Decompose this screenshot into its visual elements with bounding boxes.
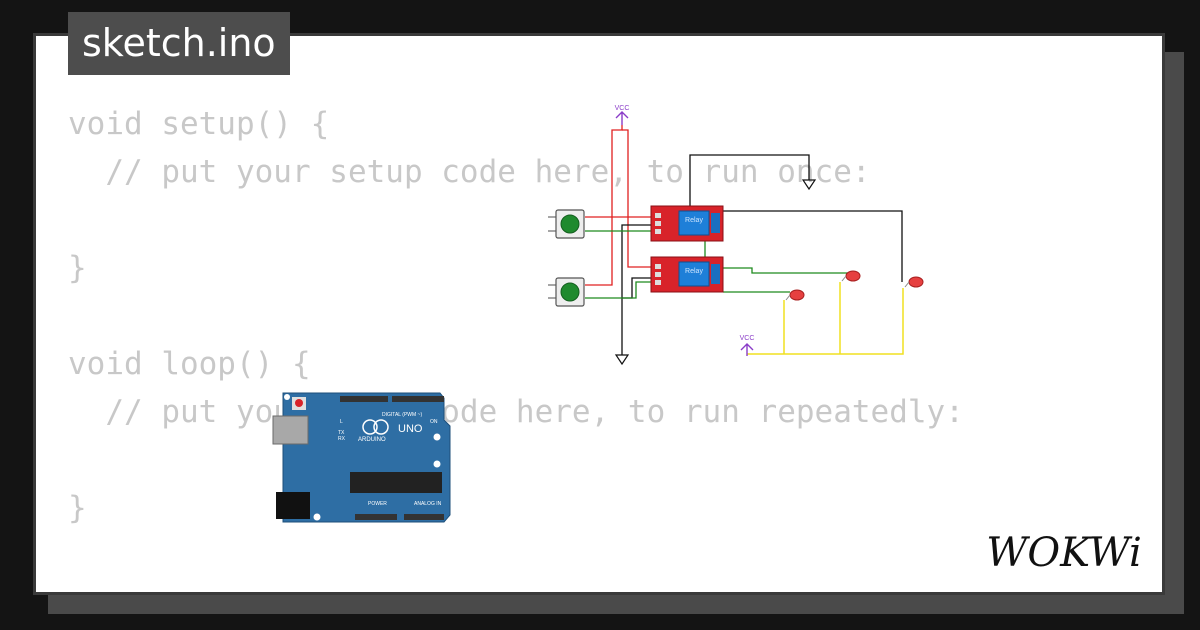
wokwi-logo: WOKWi: [986, 530, 1142, 574]
code-line: void loop() {: [68, 346, 311, 382]
pushbutton-2[interactable]: [548, 277, 585, 307]
rx-label: RX: [338, 436, 346, 442]
arduino-brand: ARDUINO: [358, 437, 386, 443]
usb-port: [272, 415, 309, 445]
analog-label: ANALOG IN: [414, 501, 442, 507]
l-label: L: [340, 419, 343, 425]
relay-label: Relay: [685, 217, 703, 224]
vcc-symbol-bottom: VCC: [740, 335, 755, 356]
arduino-logo-icon: [362, 419, 378, 435]
header-pins: [355, 514, 397, 520]
wires-red: [585, 125, 652, 286]
relay-module-1[interactable]: Relay: [650, 205, 724, 242]
file-tab[interactable]: sketch.ino: [68, 12, 290, 75]
header-pins: [340, 396, 388, 402]
pushbutton-1[interactable]: [548, 209, 585, 239]
header-pins: [392, 396, 444, 402]
code-line: void setup() {: [68, 106, 330, 142]
on-label: ON: [430, 419, 438, 425]
header-pins: [404, 514, 444, 520]
wires-black: [621, 154, 903, 355]
relay-label: Relay: [685, 268, 703, 275]
arduino-model: UNO: [398, 423, 423, 435]
arduino-uno-board[interactable]: UNO ARDUINO DIGITAL (PWM ~) POWER ANALOG…: [272, 392, 451, 523]
code-line: }: [68, 250, 87, 286]
led-2[interactable]: [841, 270, 861, 282]
led-3[interactable]: [904, 276, 924, 288]
wires-yellow: [747, 282, 904, 355]
wokwi-logo-text: WOKWi: [986, 530, 1142, 574]
vcc-label: VCC: [615, 105, 630, 112]
code-line: }: [68, 490, 87, 526]
relay-module-2[interactable]: Relay: [650, 256, 724, 293]
power-jack: [276, 492, 310, 519]
power-label: POWER: [368, 501, 387, 507]
ground-symbols: [614, 179, 817, 366]
tx-label: TX: [338, 430, 345, 436]
wires-green: [585, 230, 848, 299]
microcontroller-chip: [350, 472, 442, 493]
vcc-label: VCC: [740, 335, 755, 342]
file-tab-label: sketch.ino: [82, 21, 276, 65]
vcc-symbol-top: VCC: [615, 105, 630, 125]
digital-label: DIGITAL (PWM ~): [382, 412, 422, 418]
editor-card: [33, 33, 1165, 595]
led-1[interactable]: [785, 289, 805, 301]
